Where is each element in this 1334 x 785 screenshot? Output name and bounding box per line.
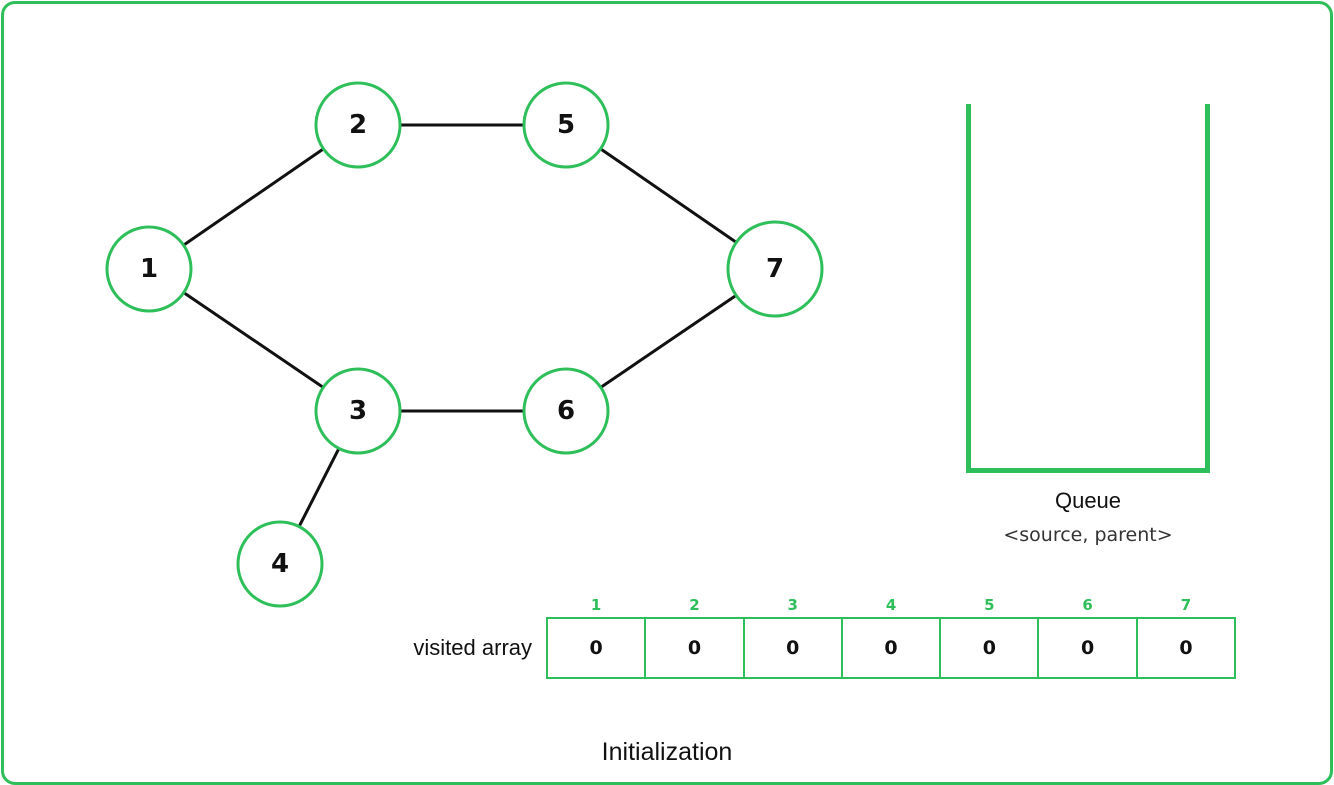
node-circle-5 [522, 81, 610, 169]
graph-node-6: 6 [522, 367, 610, 455]
visited-cell-7: 0 [1179, 637, 1193, 659]
node-label-6: 6 [557, 396, 575, 426]
graph-node-1: 1 [105, 225, 193, 313]
visited-cell-1: 0 [548, 619, 647, 677]
edge-6-7 [599, 294, 737, 389]
graph-node-4: 4 [236, 520, 324, 608]
edge-5-7 [599, 147, 738, 244]
visited-header-3: 3 [787, 596, 798, 614]
queue-subtitle: <source, parent> [1003, 524, 1173, 546]
visited-header-4: 4 [885, 596, 897, 614]
queue-title: Queue [1054, 488, 1122, 513]
visited-array-label: visited array [413, 635, 532, 660]
visited-header-1: 1 [590, 596, 602, 614]
diagram-caption: Initialization [601, 738, 733, 766]
visited-array: 0 0 0 0 0 0 0 [546, 617, 1237, 679]
visited-cell-4: 0 [843, 619, 942, 677]
edge-1-2 [182, 147, 325, 247]
node-label-5: 5 [557, 110, 575, 140]
graph-node-3: 3 [314, 367, 402, 455]
node-circle-7 [726, 220, 824, 318]
node-label-4: 4 [271, 549, 289, 579]
node-label-1: 1 [140, 254, 158, 284]
visited-header-6: 6 [1082, 596, 1093, 614]
node-label-3: 3 [349, 396, 367, 426]
graph-node-7: 7 [726, 220, 824, 318]
node-circle-2 [314, 81, 402, 169]
queue-container [966, 104, 1210, 473]
visited-header-7: 7 [1180, 596, 1192, 614]
visited-cell-3: 0 [745, 619, 843, 677]
graph-node-5: 5 [522, 81, 610, 169]
visited-cell-6: 0 [1039, 619, 1138, 677]
visited-array-headers: 1 2 3 4 5 6 7 [547, 596, 1235, 614]
node-circle-4 [236, 520, 324, 608]
visited-header-5: 5 [984, 596, 995, 614]
edge-3-4 [297, 447, 341, 528]
node-circle-6 [522, 367, 610, 455]
edge-1-3 [182, 291, 325, 389]
node-label-2: 2 [349, 110, 367, 140]
node-label-7: 7 [766, 254, 784, 284]
node-circle-1 [105, 225, 193, 313]
node-circle-3 [314, 367, 402, 455]
visited-cell-2: 0 [646, 619, 745, 677]
visited-header-2: 2 [689, 596, 700, 614]
graph-node-2: 2 [314, 81, 402, 169]
visited-cell-5: 0 [941, 619, 1040, 677]
